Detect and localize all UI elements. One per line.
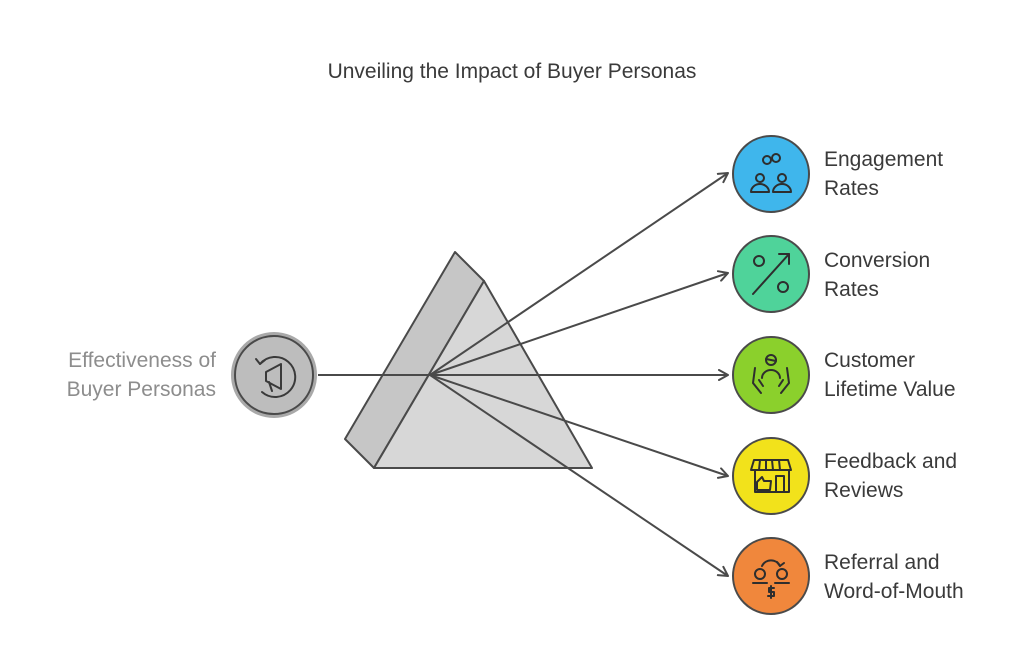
- output-node-lifetime-value: [732, 336, 810, 414]
- output-label-line-1: Feedback and: [824, 450, 958, 473]
- beam-feedback: [429, 374, 729, 479]
- output-node-feedback: [732, 437, 810, 515]
- output-label-lifetime-value: Customer Lifetime Value: [824, 346, 1024, 404]
- beam-engagement: [429, 172, 729, 376]
- beam-referral: [429, 374, 729, 577]
- source-label-line-1: Effectiveness of: [68, 349, 216, 372]
- megaphone-refresh-icon: [255, 356, 297, 398]
- diagram-title: Unveiling the Impact of Buyer Personas: [327, 60, 697, 83]
- beam-conversion: [429, 270, 729, 376]
- output-node-engagement: [732, 135, 810, 213]
- output-label-line-2: Lifetime Value: [824, 378, 956, 401]
- hands-person-icon: [752, 354, 790, 394]
- output-label-conversion: Conversion Rates: [824, 246, 1024, 304]
- output-label-engagement: Engagement Rates: [824, 145, 1024, 203]
- people-link-icon: [750, 153, 792, 193]
- percent-arrow-icon: [752, 253, 790, 295]
- output-label-line-2: Reviews: [824, 479, 904, 502]
- prism: [344, 251, 593, 469]
- output-label-referral: Referral and Word-of-Mouth: [824, 548, 1024, 606]
- output-label-line-2: Rates: [824, 278, 879, 301]
- output-label-line-2: Rates: [824, 177, 879, 200]
- store-thumbs-up-icon: [750, 459, 792, 493]
- output-node-conversion: [732, 235, 810, 313]
- output-label-feedback: Feedback and Reviews: [824, 447, 1024, 505]
- output-label-line-1: Referral and: [824, 551, 940, 574]
- output-label-line-1: Customer: [824, 349, 916, 372]
- output-label-line-1: Engagement: [824, 148, 944, 171]
- output-node-referral: [732, 537, 810, 615]
- output-label-line-2: Word-of-Mouth: [824, 580, 964, 603]
- people-exchange-icon: [752, 559, 790, 599]
- source-node: [231, 332, 317, 418]
- output-beams: [429, 172, 729, 577]
- source-label: Effectiveness of Buyer Personas: [20, 346, 216, 404]
- output-label-line-1: Conversion: [824, 249, 931, 272]
- source-label-line-2: Buyer Personas: [66, 378, 216, 401]
